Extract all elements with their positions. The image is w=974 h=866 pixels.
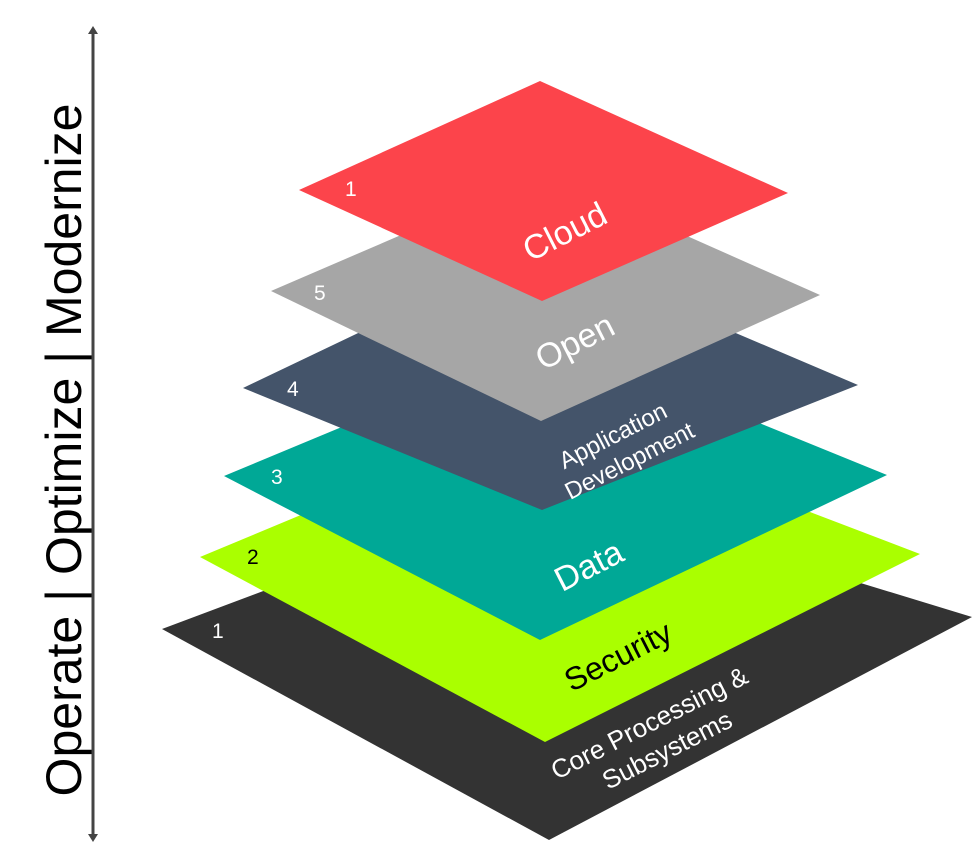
layer-open-number: 5	[314, 282, 326, 305]
layer-cloud: 1 Cloud	[299, 81, 788, 301]
layer-appdev-number: 4	[287, 378, 299, 401]
layer-cloud-shape	[299, 81, 788, 301]
axis-label: Operate | Optimize | Modernize	[36, 104, 92, 797]
layer-cloud-number: 1	[345, 178, 357, 201]
layer-core-number: 1	[212, 620, 224, 643]
layer-security-number: 2	[247, 546, 259, 569]
layer-data-number: 3	[271, 466, 283, 489]
